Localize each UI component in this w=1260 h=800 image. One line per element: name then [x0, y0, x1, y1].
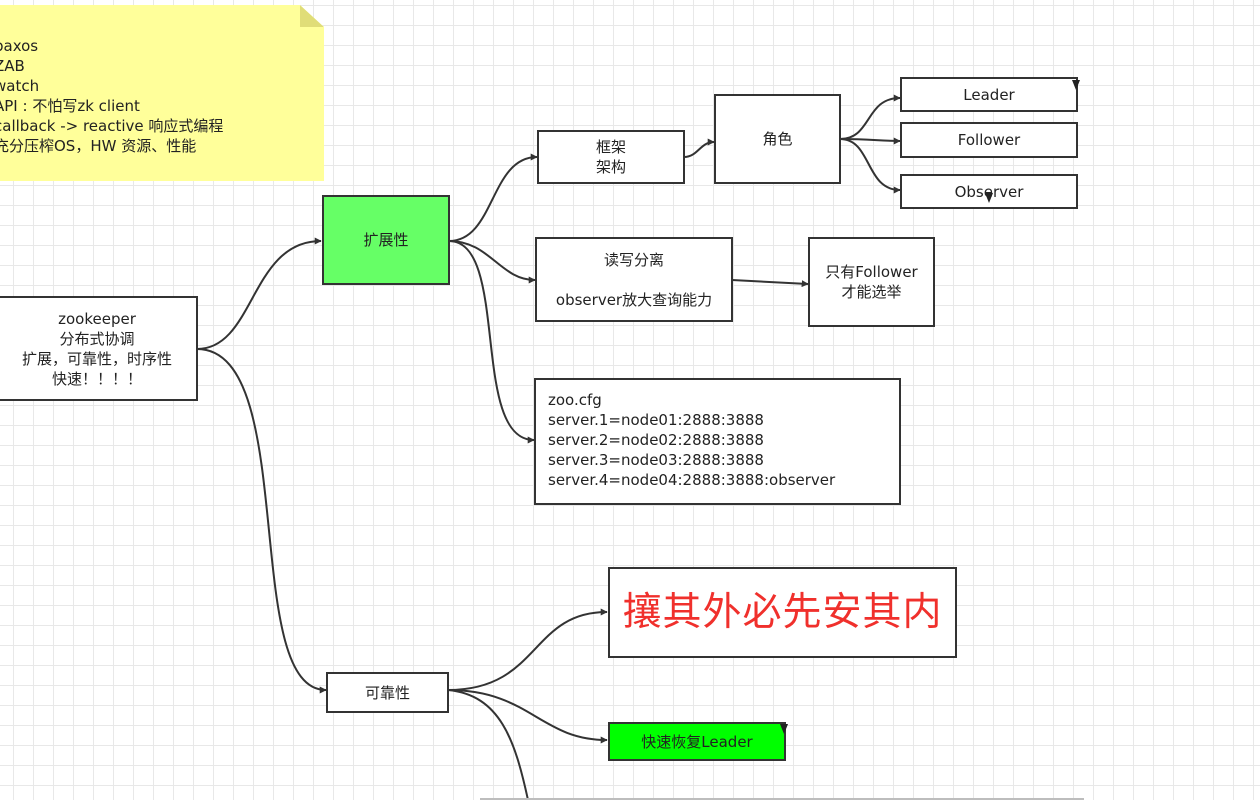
edge-role-leader: [839, 94, 901, 140]
edge-zookeeper-scalability: [196, 237, 322, 350]
node-leader[interactable]: Leader: [900, 77, 1078, 112]
node-rw-split[interactable]: 读写分离 observer放大查询能力: [535, 237, 733, 322]
note-line: 充分压榨OS，HW 资源、性能: [0, 137, 197, 155]
node-slogan[interactable]: 攘其外必先安其内: [608, 567, 957, 658]
node-observer[interactable]: Observer: [900, 174, 1078, 209]
node-framework-line: 架构: [595, 158, 626, 176]
note-line: paxos: [0, 37, 39, 55]
node-observer-label: Observer: [954, 182, 1024, 201]
node-rw-split-line: [556, 270, 712, 290]
node-reliability-label: 可靠性: [364, 683, 410, 702]
note-line: ZAB: [0, 57, 25, 75]
node-zookeeper-line: 快速！！！！: [51, 369, 142, 388]
node-zookeeper-line: 扩展，可靠性，时序性: [21, 349, 172, 368]
edge-scalability-rwsplit: [448, 240, 536, 284]
node-scalability[interactable]: 扩展性: [322, 195, 450, 285]
node-role[interactable]: 角色: [714, 94, 841, 184]
node-zookeeper[interactable]: zookeeper 分布式协调 扩展，可靠性，时序性 快速！！！！: [0, 296, 198, 401]
node-only-follower-line: 只有Follower: [825, 263, 918, 281]
edge-scalability-framework: [448, 153, 538, 242]
zoo-cfg-line: server.1=node01:2888:3888: [548, 411, 764, 429]
sticky-note[interactable]: paxos ZAB watch API : 不怕写zk client callb…: [0, 5, 324, 181]
node-role-label: 角色: [762, 130, 793, 148]
edge-role-observer: [839, 138, 901, 194]
zoo-cfg-line: server.2=node02:2888:3888: [548, 431, 764, 449]
node-only-follower[interactable]: 只有Follower 才能选举: [808, 237, 935, 327]
note-line: callback -> reactive 响应式编程: [0, 117, 224, 135]
note-text: paxos ZAB watch API : 不怕写zk client callb…: [0, 36, 223, 156]
node-slogan-label: 攘其外必先安其内: [622, 589, 943, 635]
node-fast-recover[interactable]: 快速恢复Leader: [608, 722, 786, 761]
note-folded-corner: [300, 5, 324, 27]
edge-zookeeper-reliability: [196, 348, 327, 694]
node-rw-split-line: 读写分离: [603, 250, 664, 269]
zoo-cfg-line: server.3=node03:2888:3888: [548, 451, 764, 469]
edge-reliability-fastrecover: [447, 689, 608, 744]
edge-reliability-slogan: [447, 608, 608, 691]
node-reliability[interactable]: 可靠性: [326, 672, 449, 713]
leader-marker-icon: [1072, 80, 1080, 90]
edge-reliability-offscreen: [447, 689, 529, 800]
note-line: API : 不怕写zk client: [0, 97, 140, 115]
node-zookeeper-line: 分布式协调: [59, 329, 135, 348]
edge-scalability-zoocfg: [448, 240, 535, 444]
fast-recover-marker-icon: [780, 724, 788, 734]
zoo-cfg-line: zoo.cfg: [548, 391, 602, 409]
node-framework[interactable]: 框架 架构: [537, 130, 685, 184]
node-fast-recover-label: 快速恢复Leader: [641, 732, 753, 751]
edge-rwsplit-onlyfollower: [731, 279, 809, 288]
node-follower-label: Follower: [957, 131, 1021, 149]
observer-marker-icon: [985, 193, 993, 203]
node-zookeeper-line: zookeeper: [58, 309, 136, 328]
node-framework-line: 框架: [595, 138, 626, 156]
zoo-cfg-line: server.4=node04:2888:3888:observer: [548, 471, 836, 489]
note-line: watch: [0, 77, 40, 95]
node-leader-label: Leader: [963, 85, 1015, 104]
node-follower[interactable]: Follower: [900, 122, 1078, 158]
node-zoo-cfg[interactable]: zoo.cfg server.1=node01:2888:3888 server…: [534, 378, 901, 505]
bottom-divider: [480, 798, 1084, 800]
node-only-follower-line: 才能选举: [841, 283, 902, 301]
node-scalability-label: 扩展性: [363, 231, 409, 249]
edge-role-follower: [839, 137, 901, 145]
edge-framework-role: [683, 138, 715, 158]
node-rw-split-line: observer放大查询能力: [555, 290, 713, 309]
